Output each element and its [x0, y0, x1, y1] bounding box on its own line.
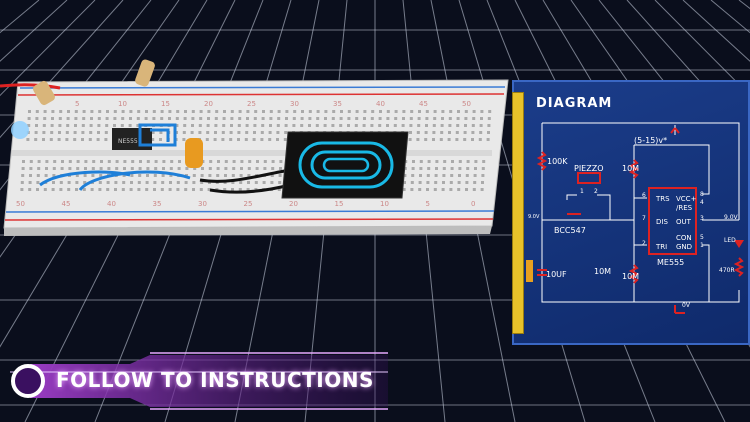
column-number: 50 [462, 100, 471, 108]
gnd-label: GND [676, 243, 693, 251]
piezo-buzzer[interactable] [281, 131, 409, 199]
chip-label: NE555 [118, 138, 138, 145]
con-label: CON [676, 234, 692, 242]
led[interactable] [11, 121, 29, 139]
column-number: 10 [118, 100, 127, 108]
r4-label: 10M [622, 272, 640, 281]
column-number: 10 [380, 200, 389, 208]
instruction-banner[interactable] [10, 350, 390, 412]
schematic [526, 122, 745, 314]
red-wire[interactable] [0, 83, 61, 90]
pin-label: 1 [700, 242, 704, 249]
pin-label: 6 [642, 192, 646, 199]
res-label: /RES [676, 204, 693, 212]
led-label: LED [724, 237, 736, 244]
column-number: 25 [247, 100, 256, 108]
tri-label: TRI [656, 243, 668, 251]
out-label: OUT [676, 218, 691, 226]
blue-wires[interactable] [138, 123, 177, 147]
vout-label: 9.0V [724, 214, 738, 221]
vcc-label: VCC+ [676, 195, 697, 203]
column-number: 20 [204, 100, 213, 108]
cap-label: 10UF [546, 270, 567, 279]
column-number: 20 [289, 200, 298, 208]
pin-label: 7 [642, 215, 646, 222]
r5-label: 470R [719, 267, 735, 274]
ground-label: 0V [682, 302, 690, 309]
transistor-label: BCC547 [554, 226, 586, 235]
column-number: 50 [16, 200, 25, 208]
instruction-text: FOLLOW TO INSTRUCTIONS [56, 368, 374, 392]
column-number: 40 [376, 100, 385, 108]
trs-label: TRS [656, 195, 670, 203]
dis-label: DIS [656, 218, 668, 226]
column-number: 35 [153, 200, 162, 208]
column-number: 45 [419, 100, 428, 108]
column-number: 40 [107, 200, 116, 208]
column-number: 25 [244, 200, 253, 208]
column-number: 30 [198, 200, 207, 208]
column-number: 5 [75, 100, 79, 108]
r2-label: 10M [622, 164, 640, 173]
chip-label: ME555 [657, 258, 685, 267]
column-number: 0 [471, 200, 475, 208]
column-number: 45 [62, 200, 71, 208]
diagram-panel: DIAGRAM (5-15)v* 100K PIEZZO 1 [512, 80, 750, 345]
r1-label: 100K [547, 157, 568, 166]
piezo-label: PIEZZO [574, 164, 604, 173]
resistor[interactable] [32, 79, 57, 106]
pin-label: 1 [580, 188, 584, 195]
pin-label: 2 [642, 240, 646, 247]
pin-label: 4 [700, 199, 704, 206]
column-number: 15 [335, 200, 344, 208]
column-number: 35 [333, 100, 342, 108]
r3-label: 10M [594, 267, 612, 276]
capacitor[interactable] [185, 138, 203, 168]
pin-label: 2 [594, 188, 598, 195]
vin-label: 9.0V [528, 214, 540, 220]
pin-label: 5 [700, 234, 704, 241]
panel-side-bar [512, 92, 524, 334]
supply-label: (5-15)v* [634, 136, 668, 145]
pin-label: 8 [700, 191, 704, 198]
diagram-title: DIAGRAM [536, 96, 613, 111]
pin-label: 3 [700, 215, 704, 222]
column-number: 15 [161, 100, 170, 108]
resistor[interactable] [134, 58, 156, 87]
circle-icon [11, 364, 45, 398]
column-number: 5 [426, 200, 430, 208]
column-number: 30 [290, 100, 299, 108]
